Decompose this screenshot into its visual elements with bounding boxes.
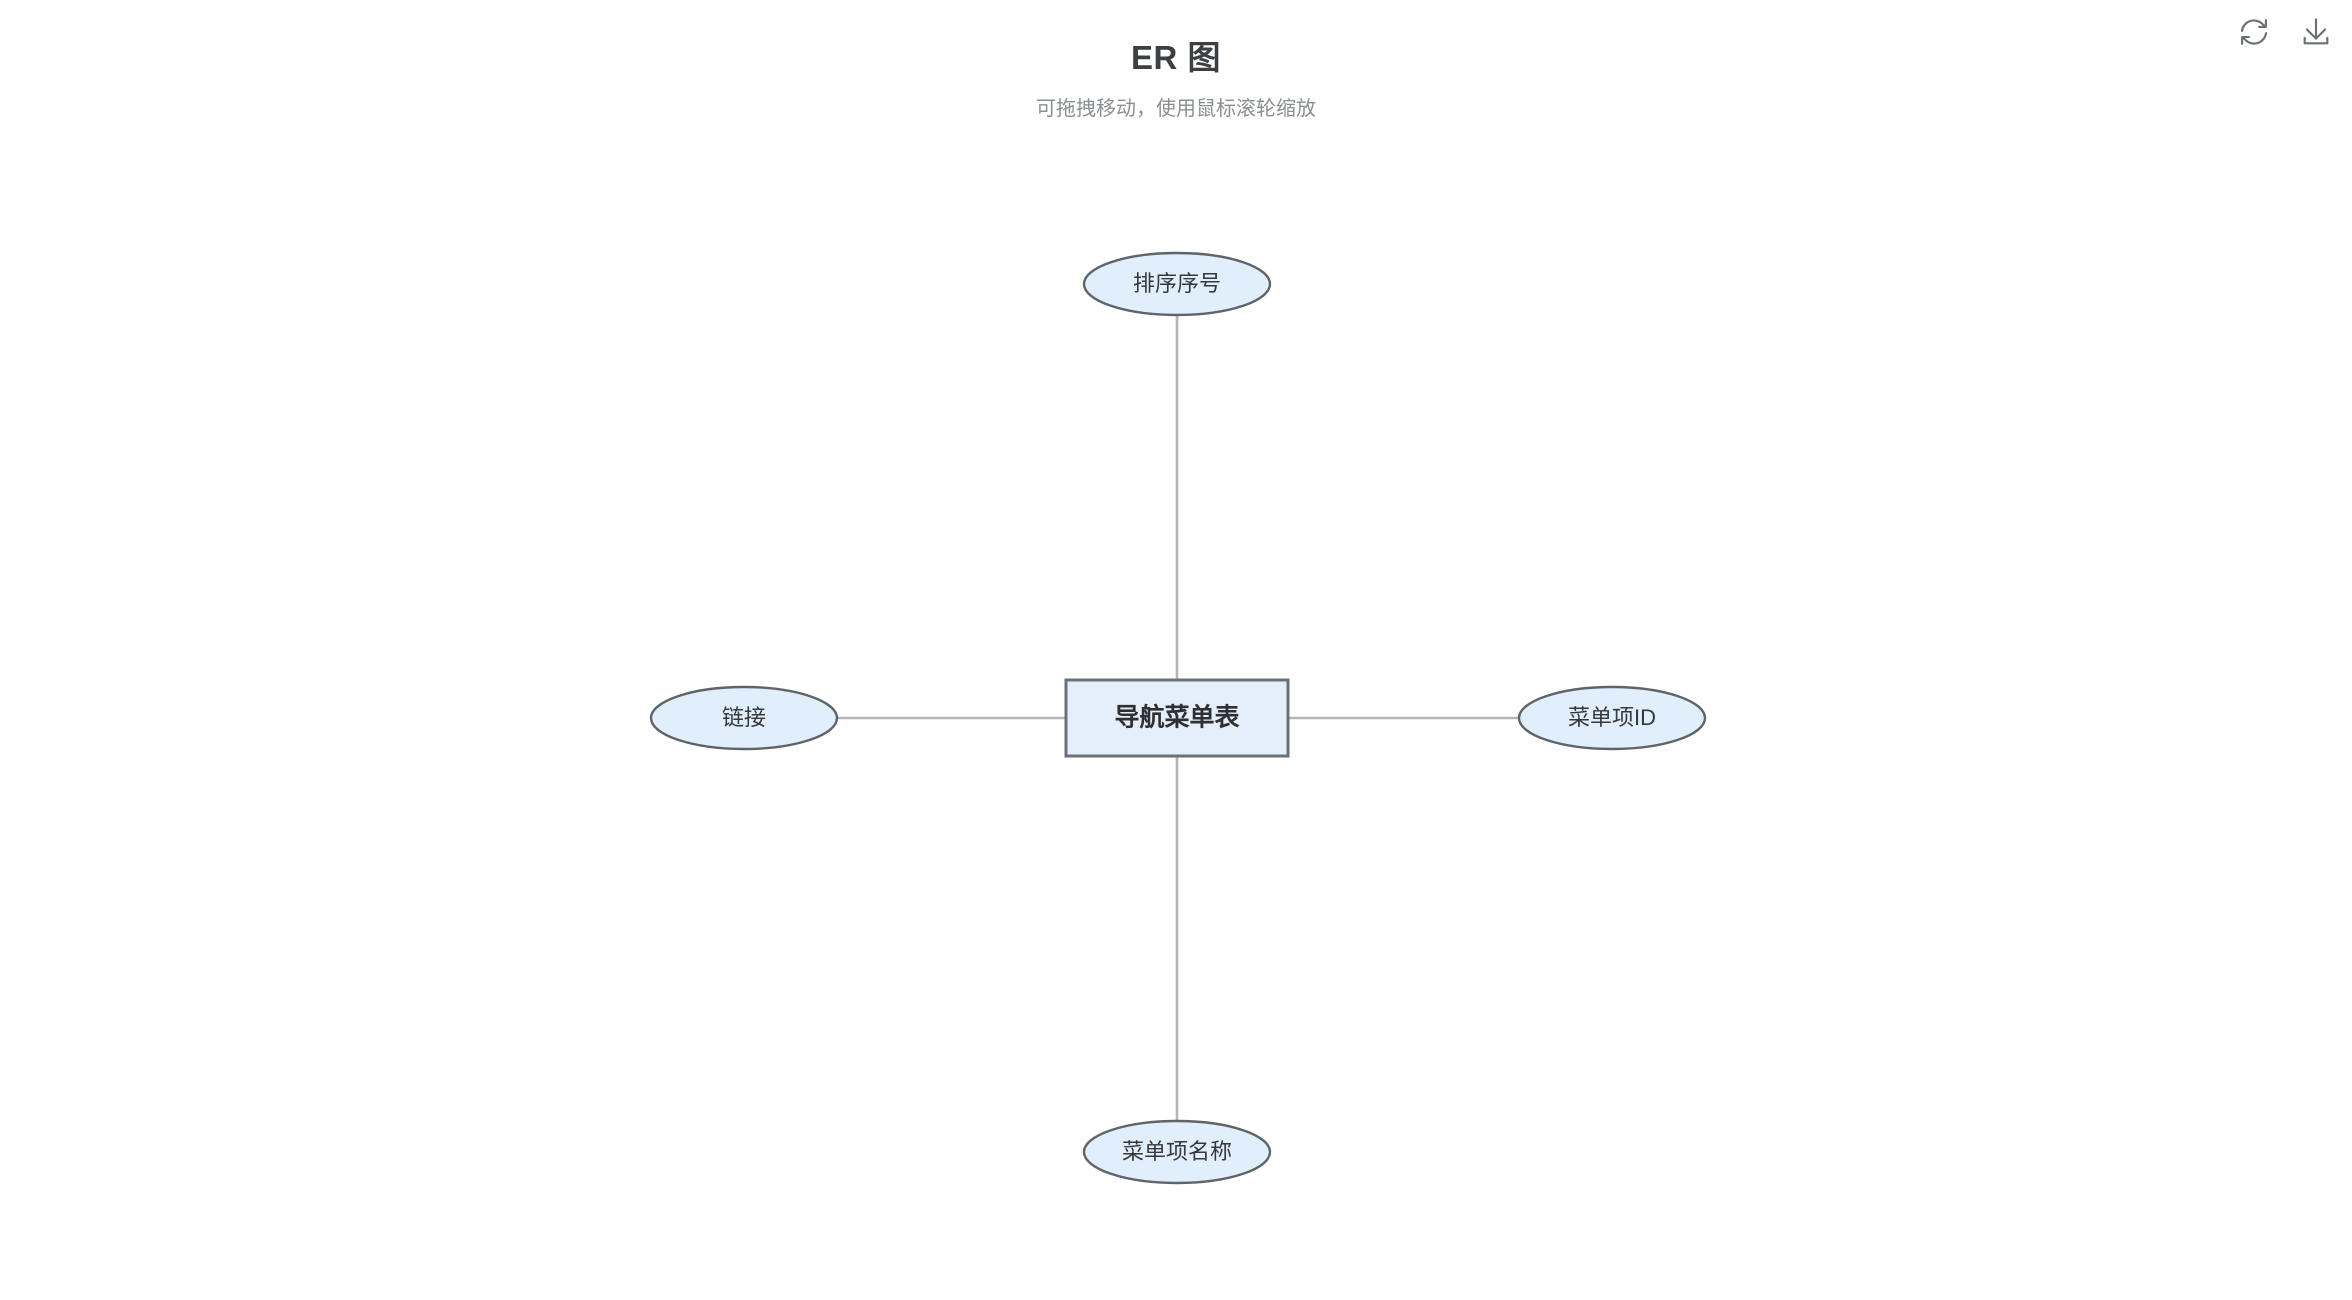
entity-label: 导航菜单表 [1114, 703, 1240, 732]
er-links [837, 315, 1519, 1121]
attribute-ellipse[interactable] [649, 685, 839, 751]
attribute-ellipse[interactable] [1082, 251, 1272, 317]
diagram-toolbar [2234, 12, 2336, 52]
er-attribute-link[interactable]: 链接 [649, 685, 839, 751]
download-icon [2299, 15, 2333, 49]
attribute-ellipse[interactable] [1082, 1119, 1272, 1185]
er-attribute-menu-item-id[interactable]: 菜单项ID [1517, 685, 1707, 751]
download-button[interactable] [2296, 12, 2336, 52]
refresh-icon [2237, 15, 2271, 49]
attribute-label: 菜单项ID [1568, 705, 1656, 730]
reset-view-button[interactable] [2234, 12, 2274, 52]
attribute-label: 链接 [722, 705, 766, 730]
entity-rect[interactable] [1064, 678, 1290, 758]
er-entity-nav-menu-table[interactable]: 导航菜单表 [1064, 678, 1290, 758]
er-attribute-sort-order[interactable]: 排序序号 [1082, 251, 1272, 317]
attribute-ellipse[interactable] [1517, 685, 1707, 751]
er-attribute-menu-item-name[interactable]: 菜单项名称 [1082, 1119, 1272, 1185]
attribute-label: 菜单项名称 [1122, 1139, 1232, 1164]
attribute-label: 排序序号 [1133, 271, 1221, 296]
